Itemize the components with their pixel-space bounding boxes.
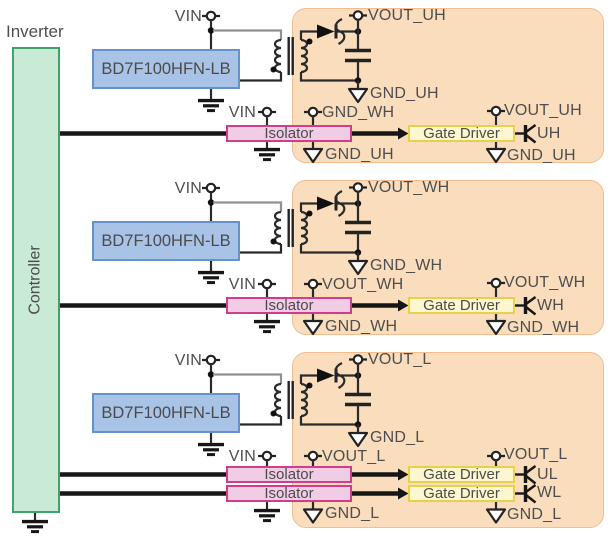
- gd-gnd-label: GND_UH: [507, 147, 576, 164]
- vout-label: VOUT_UH: [368, 7, 446, 24]
- vout-label: VOUT_WH: [368, 179, 450, 196]
- iso-gnd-label: GND_UH: [325, 146, 394, 163]
- iso-gnd-label: GND_WH: [325, 318, 398, 335]
- vin-label: VIN: [174, 8, 202, 25]
- arrowhead-icon: [398, 487, 409, 500]
- vout-label: VOUT_L: [368, 351, 432, 368]
- gate-driver-block-ul: Gate Driver: [408, 466, 515, 483]
- iso-vdd-label: VOUT_L: [322, 448, 386, 465]
- gd-gnd-label: GND_WH: [507, 319, 580, 336]
- isolator-block-uh: Isolator: [226, 125, 352, 142]
- igbt-label-wl: WL: [537, 484, 562, 501]
- iso-vdd-label: VOUT_WH: [322, 276, 404, 293]
- isolator-block-ul: Isolator: [226, 466, 352, 483]
- regulator-block-uh: BD7F100HFN-LB: [92, 49, 240, 89]
- iso-gnd-label: GND_L: [325, 505, 380, 522]
- regulator-block-wh: BD7F100HFN-LB: [92, 221, 240, 261]
- gate-driver-block-uh: Gate Driver: [408, 125, 515, 142]
- isolator-block-wh: Isolator: [226, 297, 352, 314]
- gnd-label: GND_L: [370, 429, 425, 446]
- gate-driver-block-wh: Gate Driver: [408, 297, 515, 314]
- gd-vdd-label: VOUT_UH: [504, 102, 582, 119]
- igbt-label-wh: WH: [537, 297, 565, 314]
- vin-label: VIN: [174, 352, 202, 369]
- gd-vdd-label: VOUT_WH: [504, 274, 586, 291]
- iso-vin-label: VIN: [228, 448, 256, 465]
- iso-vdd-label: GND_WH: [322, 104, 395, 121]
- regulator-block-l: BD7F100HFN-LB: [92, 393, 240, 433]
- controller-block: Controller: [12, 47, 60, 513]
- gnd-label: GND_UH: [370, 85, 439, 102]
- vin-label: VIN: [174, 180, 202, 197]
- inverter-title: Inverter: [6, 22, 64, 41]
- igbt-label-ul: UL: [537, 466, 558, 483]
- gd-vdd-label: VOUT_L: [504, 446, 568, 463]
- iso-vin-label: VIN: [228, 276, 256, 293]
- gnd-label: GND_WH: [370, 257, 443, 274]
- isolator-gatedriver-row-low-side: [60, 450, 538, 524]
- gd-gnd-label: GND_L: [507, 506, 562, 523]
- isolator-block-wl: Isolator: [226, 485, 352, 502]
- gate-driver-block-wl: Gate Driver: [408, 485, 515, 502]
- igbt-label-uh: UH: [537, 125, 561, 142]
- controller-label: Controller: [27, 245, 45, 315]
- iso-vin-label: VIN: [228, 104, 256, 121]
- arrowhead-icon: [398, 468, 409, 481]
